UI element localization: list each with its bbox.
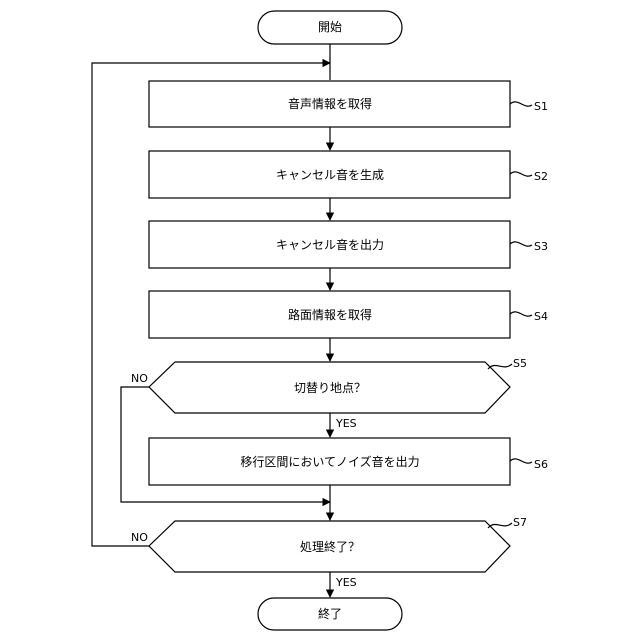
start-label: 開始	[318, 20, 342, 34]
step-id-s4: S4	[534, 310, 548, 323]
decision-no-label-s7: NO	[131, 531, 148, 544]
decision-s7: 処理終了？ S7 NO YES	[131, 516, 527, 589]
step-leader-s6	[510, 459, 532, 463]
decision-yes-label-s7: YES	[335, 576, 357, 589]
step-id-s5: S5	[513, 357, 527, 370]
decision-s5: 切替り地点？ S5 NO YES	[131, 357, 527, 430]
step-id-s3: S3	[534, 240, 548, 253]
decision-yes-label-s5: YES	[335, 417, 357, 430]
process-label-s1: 音声情報を取得	[288, 96, 372, 111]
process-label-s3: キャンセル音を出力	[276, 237, 384, 252]
decision-label-s7: 処理終了？	[300, 539, 360, 554]
process-label-s6: 移行区間においてノイズ音を出力	[240, 454, 419, 469]
step-leader-s1	[510, 102, 532, 106]
process-box-s3: キャンセル音を出力 S3	[149, 221, 548, 268]
process-label-s2: キャンセル音を生成	[276, 167, 384, 182]
step-leader-s2	[510, 172, 532, 176]
step-leader-s4	[510, 312, 532, 316]
process-label-s4: 路面情報を取得	[288, 307, 372, 322]
decision-no-label-s5: NO	[131, 372, 148, 385]
process-box-s2: キャンセル音を生成 S2	[149, 151, 548, 198]
step-id-s1: S1	[534, 100, 548, 113]
end-label: 終了	[318, 606, 342, 621]
start-terminal: 開始	[258, 11, 402, 44]
step-leader-s3	[510, 242, 532, 246]
process-box-s4: 路面情報を取得 S4	[149, 291, 548, 338]
decision-label-s5: 切替り地点？	[294, 381, 366, 395]
step-id-s6: S6	[534, 458, 548, 471]
process-box-s1: 音声情報を取得 S1	[149, 81, 548, 127]
step-id-s2: S2	[534, 170, 548, 183]
process-box-s6: 移行区間においてノイズ音を出力 S6	[149, 438, 548, 485]
end-terminal: 終了	[258, 598, 402, 630]
step-id-s7: S7	[513, 516, 527, 529]
